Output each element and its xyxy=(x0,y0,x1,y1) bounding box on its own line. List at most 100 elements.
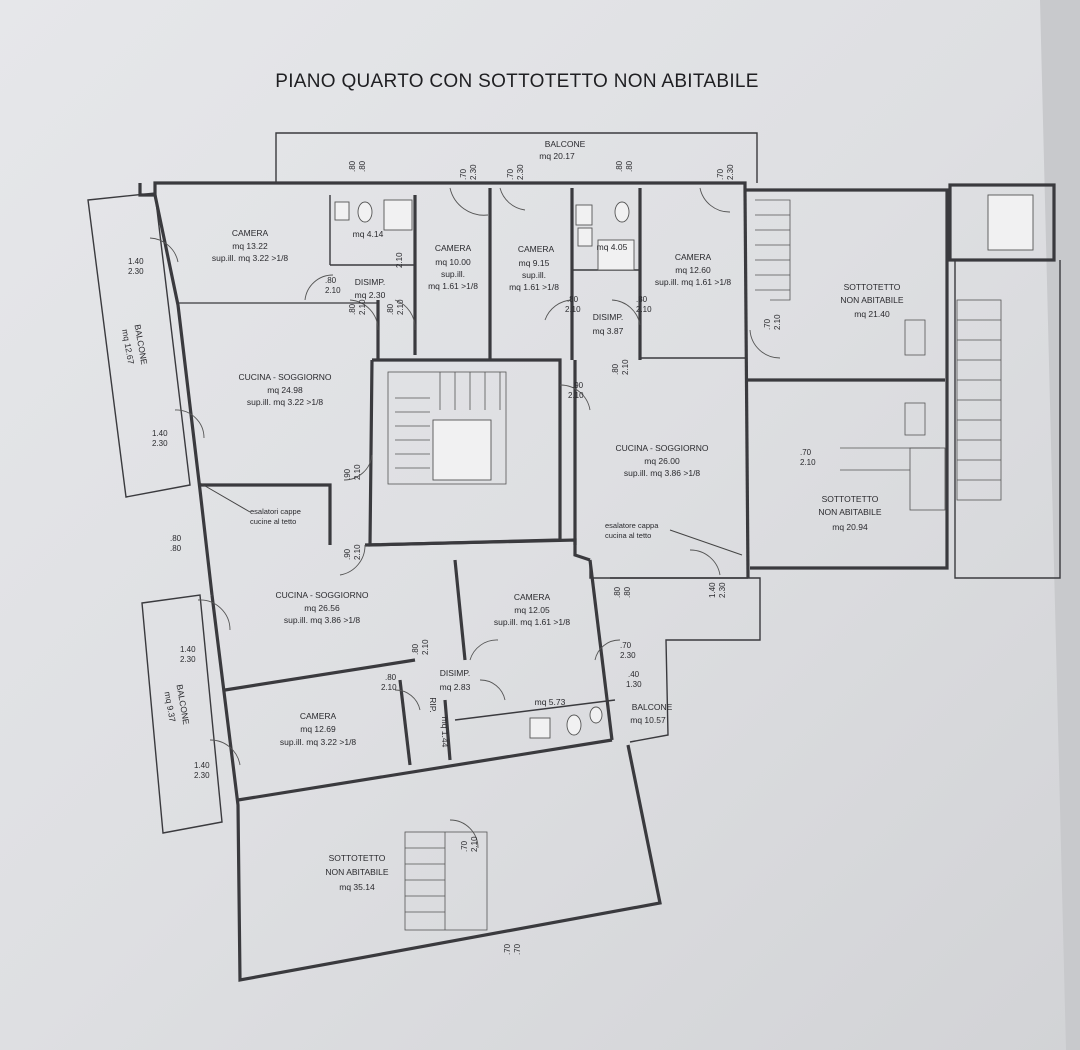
camera-2-name: CAMERA xyxy=(435,243,472,253)
dim-230-g: 2.30 xyxy=(194,771,210,780)
dim-230-e: 2.30 xyxy=(152,439,168,448)
dim-210-l: 2.10 xyxy=(353,544,362,560)
dim-140-d: 1.40 xyxy=(194,761,210,770)
dim-210-m: 2.10 xyxy=(621,359,630,375)
dim-210-k: 2.10 xyxy=(353,464,362,480)
sottotetto-2-name2: NON ABITABILE xyxy=(818,507,881,517)
dim-230-a: 2.30 xyxy=(469,164,478,180)
camera-5-area: mq 12.05 xyxy=(514,605,550,615)
room-labels: BALCONE mq 20.17 CAMERA mq 13.22 sup.ill… xyxy=(120,139,904,892)
sottotetto-1-name2: NON ABITABILE xyxy=(840,295,903,305)
dim-80-d: .80 xyxy=(625,160,634,172)
bagno-3-area: mq 5.73 xyxy=(535,697,566,707)
dim-40: .40 xyxy=(628,670,640,679)
dim-90-a: .90 xyxy=(572,381,584,390)
camera-1-area: mq 13.22 xyxy=(232,241,268,251)
dim-230-f: 2.30 xyxy=(180,655,196,664)
interior-walls xyxy=(178,188,945,802)
dim-80-i: .80 xyxy=(636,295,648,304)
balcone-right-area: mq 10.57 xyxy=(630,715,666,725)
sottotetto-1-area: mq 21.40 xyxy=(854,309,890,319)
dim-130: 1.30 xyxy=(626,680,642,689)
dim-90-b: .90 xyxy=(343,468,352,480)
camera-2-area: mq 10.00 xyxy=(435,257,471,267)
camera-4-extra: sup.ill. mq 1.61 >1/8 xyxy=(655,277,732,287)
dim-80-c: .80 xyxy=(615,160,624,172)
dim-80-m: .80 xyxy=(348,303,357,315)
dim-230-b: 2.30 xyxy=(516,164,525,180)
plan-title: PIANO QUARTO CON SOTTOTETTO NON ABITABIL… xyxy=(275,71,759,92)
dim-70-a: .70 xyxy=(459,168,468,180)
dim-230-c: 2.30 xyxy=(726,164,735,180)
camera-1-name: CAMERA xyxy=(232,228,269,238)
dim-80-g: .80 xyxy=(325,276,337,285)
esalatori-note-2b: cucina al tetto xyxy=(605,531,651,540)
balcone-top-area: mq 20.17 xyxy=(539,151,575,161)
disimp-3-name: DISIMP. xyxy=(440,668,471,678)
camera-1-extra: sup.ill. mq 3.22 >1/8 xyxy=(212,253,289,263)
cucina-1-name: CUCINA - SOGGIORNO xyxy=(238,372,331,382)
camera-5-name: CAMERA xyxy=(514,592,551,602)
dim-70-h: .70 xyxy=(503,943,512,955)
dim-80-h: .80 xyxy=(567,295,579,304)
dim-80-l: .80 xyxy=(623,586,632,598)
camera-3-area: mq 9.15 xyxy=(519,258,550,268)
camera-3-extra2: mq 1.61 >1/8 xyxy=(509,282,559,292)
dim-210-g: 2.10 xyxy=(773,314,782,330)
dim-210-n: 2.10 xyxy=(421,639,430,655)
dim-70-b: .70 xyxy=(506,168,515,180)
dim-90-c: .90 xyxy=(343,548,352,560)
dim-70-e: .70 xyxy=(620,641,632,650)
dim-80-b: .80 xyxy=(358,160,367,172)
esalatori-note-1a: esalatori cappe xyxy=(250,507,301,516)
sottotetto-3-area: mq 35.14 xyxy=(339,882,375,892)
disimp-2-area: mq 3.87 xyxy=(593,326,624,336)
camera-4-name: CAMERA xyxy=(675,252,712,262)
rip-name: RIP. xyxy=(428,697,438,712)
dim-80-k: .80 xyxy=(613,586,622,598)
dim-80-e: .80 xyxy=(170,534,182,543)
dim-210-a: 2.10 xyxy=(325,286,341,295)
fixtures xyxy=(334,199,635,739)
dim-80-n: .80 xyxy=(386,303,395,315)
dim-210-f: 2.10 xyxy=(381,683,397,692)
balcone-right-name: BALCONE xyxy=(632,702,673,712)
sottotetto-1-name1: SOTTOTETTO xyxy=(844,282,901,292)
camera-5-extra: sup.ill. mq 1.61 >1/8 xyxy=(494,617,571,627)
cucina-2-area: mq 26.00 xyxy=(644,456,680,466)
esalatori-note-1b: cucine al tetto xyxy=(250,517,296,526)
dim-230-h: 2.30 xyxy=(620,651,636,660)
dim-210-h: 2.10 xyxy=(358,299,367,315)
sottotetto-2-name1: SOTTOTETTO xyxy=(822,494,879,504)
sottotetto-2-area: mq 20.94 xyxy=(832,522,868,532)
dim-80-f: .80 xyxy=(170,544,182,553)
sottotetto-3-name2: NON ABITABILE xyxy=(325,867,388,877)
dim-140-c: 1.40 xyxy=(180,645,196,654)
dim-80-j: .80 xyxy=(385,673,397,682)
camera-6-extra: sup.ill. mq 3.22 >1/8 xyxy=(280,737,357,747)
dim-210-b: 2.10 xyxy=(565,305,581,314)
camera-3-extra1: sup.ill. xyxy=(522,270,546,280)
central-stair xyxy=(387,371,507,485)
cucina-3-area: mq 26.56 xyxy=(304,603,340,613)
dim-70-f: .70 xyxy=(763,318,772,330)
dim-70-d: .70 xyxy=(800,448,812,457)
dim-210-e: 2.10 xyxy=(800,458,816,467)
dim-70-i: .70 xyxy=(513,943,522,955)
dim-80-a: .80 xyxy=(348,160,357,172)
disimp-2-name: DISIMP. xyxy=(593,312,624,322)
camera-2-extra1: sup.ill. xyxy=(441,269,465,279)
cucina-3-extra: sup.ill. mq 3.86 >1/8 xyxy=(284,615,361,625)
camera-2-extra2: mq 1.61 >1/8 xyxy=(428,281,478,291)
doors xyxy=(149,187,781,849)
cucina-3-name: CUCINA - SOGGIORNO xyxy=(275,590,368,600)
balcone-top-name: BALCONE xyxy=(545,139,586,149)
dim-210-j: 2.10 xyxy=(395,252,404,268)
dim-70-c: .70 xyxy=(716,168,725,180)
dim-210-i: 2.10 xyxy=(396,299,405,315)
disimp-1-area: mq 2.30 xyxy=(355,290,386,300)
rip-area: mq 1.44 xyxy=(440,717,450,748)
bagno-1-area: mq 4.14 xyxy=(353,229,384,239)
